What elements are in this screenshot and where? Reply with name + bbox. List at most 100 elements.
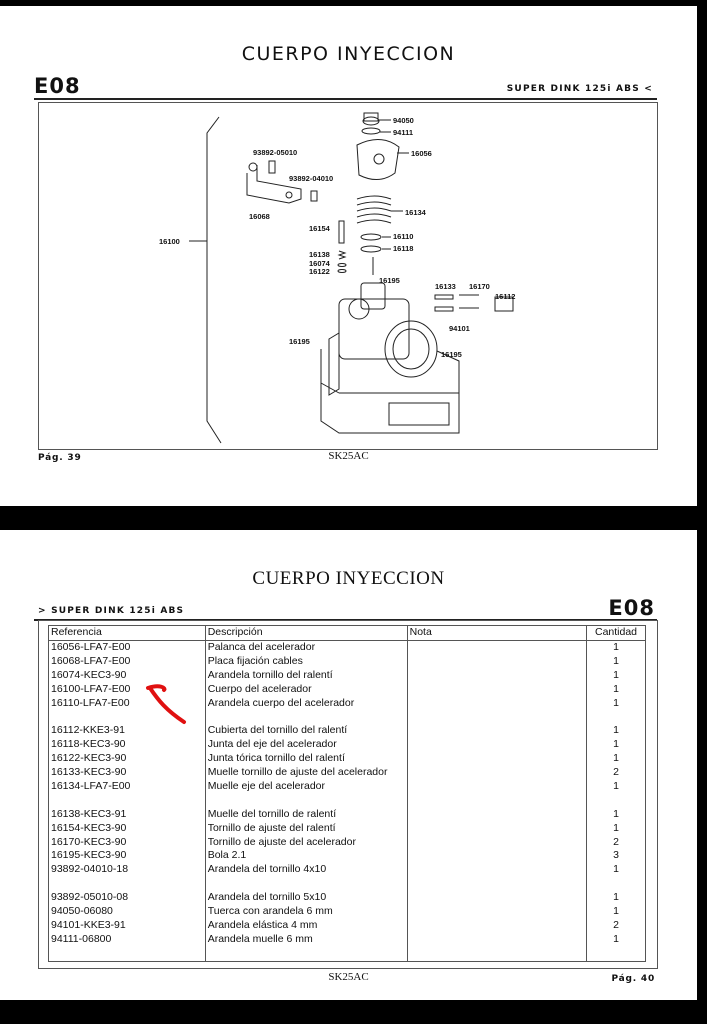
cell-description <box>204 793 408 808</box>
cell-quantity: 1 <box>586 807 646 822</box>
cell-note <box>406 793 588 808</box>
cell-reference: 16122-KEC3-90 <box>48 752 206 767</box>
page-number: Pág. 39 <box>38 453 82 463</box>
document-code: SK25AC <box>328 971 369 983</box>
cell-note <box>406 779 588 794</box>
callout-16056: 16056 <box>411 149 432 158</box>
table-row <box>48 946 646 962</box>
callout-16118: 16118 <box>393 244 413 253</box>
callout-16100: 16100 <box>159 237 180 246</box>
cell-description: Tornillo de ajuste del ralentí <box>204 821 408 836</box>
page-title: CUERPO INYECCION <box>241 43 456 65</box>
cell-description: Tornillo de ajuste del acelerador <box>204 835 408 850</box>
catalog-page-diagram: CUERPO INYECCION E08 SUPER DINK 125i ABS… <box>0 6 697 506</box>
cell-quantity: 1 <box>586 682 646 697</box>
cell-reference: 16134-LFA7-E00 <box>48 779 206 794</box>
cell-description: Bola 2.1 <box>204 849 408 864</box>
table-header-row: Referencia Descripción Nota Cantidad <box>48 625 646 641</box>
cell-reference <box>48 793 206 808</box>
cell-description <box>204 946 408 962</box>
cell-reference: 93892-05010-08 <box>48 891 206 906</box>
cell-quantity: 3 <box>586 849 646 864</box>
cell-note <box>406 738 588 753</box>
cell-description: Junta tórica tornillo del ralentí <box>204 752 408 767</box>
cell-note <box>406 682 588 697</box>
cell-quantity: 1 <box>586 696 646 711</box>
cell-note <box>406 668 588 683</box>
section-code: E08 <box>34 74 81 98</box>
callout-16154: 16154 <box>309 224 331 233</box>
throttle-body-drawing: 94050 94111 16056 93892-05010 93892-0401… <box>159 112 515 444</box>
cell-reference: 16195-KEC3-90 <box>48 849 206 864</box>
callout-16074: 16074 <box>309 259 331 268</box>
cell-quantity: 1 <box>586 668 646 683</box>
callout-16110: 16110 <box>393 232 413 241</box>
cell-reference: 16133-KEC3-90 <box>48 766 206 780</box>
cell-quantity: 1 <box>586 738 646 753</box>
callout-94101: 94101 <box>449 324 470 333</box>
cell-reference: 93892-04010-18 <box>48 863 206 878</box>
callout-94111: 94111 <box>393 128 413 137</box>
cell-quantity: 1 <box>586 752 646 767</box>
cell-note <box>406 835 588 850</box>
cell-quantity: 2 <box>586 918 646 933</box>
cell-quantity <box>586 793 646 808</box>
cell-description: Junta del eje del acelerador <box>204 738 408 753</box>
cell-reference: 16056-LFA7-E00 <box>48 640 206 655</box>
red-arrow-annotation <box>146 684 186 724</box>
cell-note <box>406 724 588 739</box>
cell-quantity: 1 <box>586 654 646 669</box>
cell-description: Muelle tornillo de ajuste del acelerador <box>204 766 408 780</box>
cell-reference: 94101-KKE3-91 <box>48 918 206 933</box>
catalog-page-parts-list: CUERPO INYECCION > SUPER DINK 125i ABS E… <box>0 530 697 1000</box>
cell-description: Muelle eje del acelerador <box>204 779 408 794</box>
callout-16195-right: 16195 <box>441 350 462 359</box>
cell-reference: 16068-LFA7-E00 <box>48 654 206 669</box>
cell-note <box>406 821 588 836</box>
section-code: E08 <box>608 596 655 620</box>
cell-quantity: 1 <box>586 821 646 836</box>
cell-reference: 16138-KEC3-91 <box>48 807 206 822</box>
cell-description <box>204 877 408 892</box>
callout-16138: 16138 <box>309 250 330 259</box>
page-title: CUERPO INYECCION <box>252 568 445 589</box>
cell-description: Arandela tornillo del ralentí <box>204 668 408 683</box>
cell-note <box>406 918 588 933</box>
cell-description: Palanca del acelerador <box>204 640 408 655</box>
callout-93892-04010: 93892-04010 <box>289 174 333 183</box>
callout-93892-05010: 93892-05010 <box>253 148 297 157</box>
header-note: Nota <box>406 625 588 641</box>
cell-description: Arandela del tornillo 5x10 <box>204 891 408 906</box>
callout-16134: 16134 <box>405 208 427 217</box>
header-description: Descripción <box>204 625 408 641</box>
cell-reference: 94111-06800 <box>48 932 206 947</box>
cell-quantity: 1 <box>586 891 646 906</box>
cell-quantity: 2 <box>586 835 646 850</box>
callout-16195-top: 16195 <box>379 276 400 285</box>
cell-note <box>406 710 588 725</box>
model-name: SUPER DINK 125i ABS < <box>506 84 653 94</box>
cell-quantity: 1 <box>586 932 646 947</box>
callout-94050: 94050 <box>393 116 414 125</box>
cell-quantity: 1 <box>586 779 646 794</box>
cell-quantity: 1 <box>586 905 646 919</box>
cell-description: Tuerca con arandela 6 mm <box>204 905 408 919</box>
header-reference: Referencia <box>48 625 206 641</box>
cell-quantity <box>586 710 646 725</box>
callout-16133: 16133 <box>435 282 456 291</box>
cell-quantity: 1 <box>586 724 646 739</box>
cell-quantity: 1 <box>586 863 646 878</box>
cell-description: Cuerpo del acelerador <box>204 682 408 697</box>
cell-note <box>406 877 588 892</box>
cell-quantity <box>586 877 646 892</box>
